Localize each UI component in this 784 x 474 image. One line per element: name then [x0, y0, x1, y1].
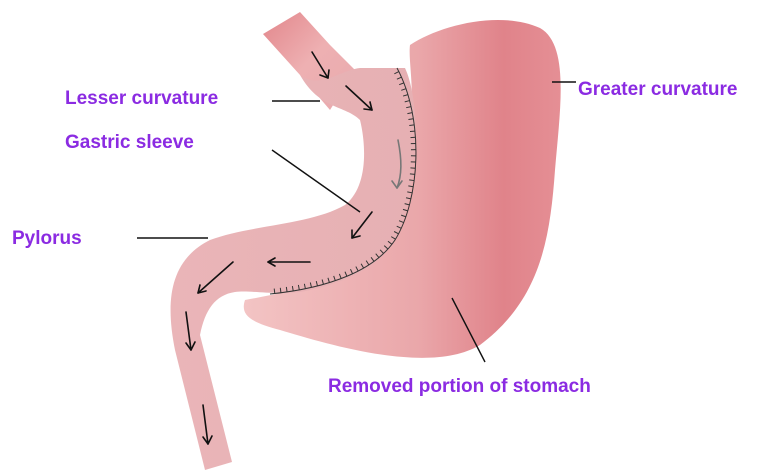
- label-gastric-sleeve: Gastric sleeve: [65, 133, 194, 152]
- staple-mark: [274, 289, 275, 294]
- staple-mark: [409, 180, 414, 181]
- leader-gastric-sleeve: [272, 150, 360, 212]
- staple-mark: [280, 288, 281, 293]
- label-pylorus: Pylorus: [12, 229, 82, 248]
- label-lesser-curvature: Lesser curvature: [65, 89, 218, 108]
- staple-mark: [409, 125, 414, 126]
- label-removed-portion: Removed portion of stomach: [328, 377, 591, 396]
- label-greater-curvature: Greater curvature: [578, 80, 737, 99]
- staple-mark: [410, 174, 415, 175]
